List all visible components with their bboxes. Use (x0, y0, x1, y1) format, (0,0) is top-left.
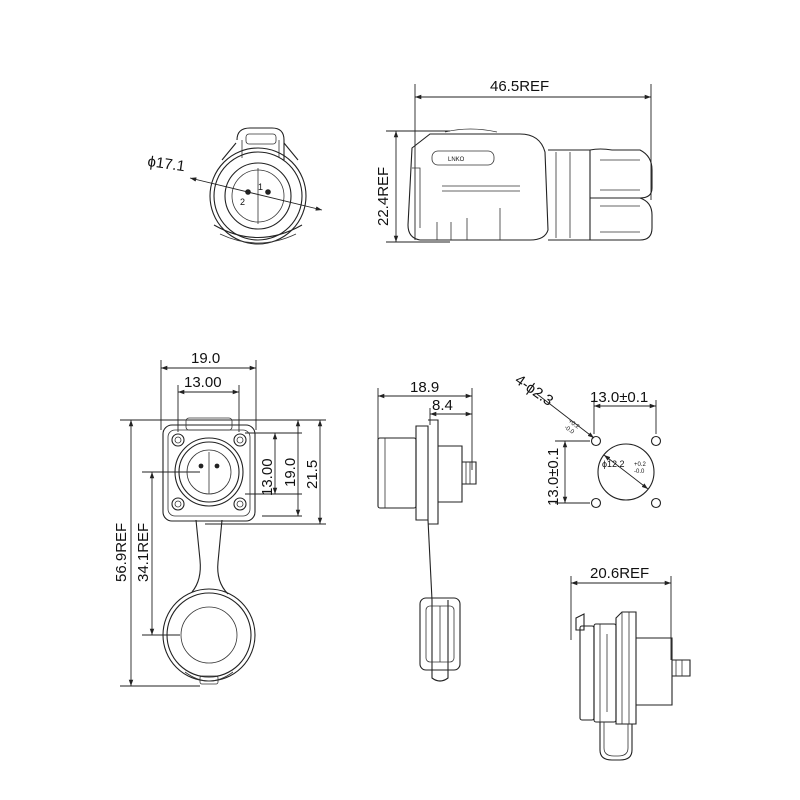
cutout-spacing-h-label: 13.0±0.1 (590, 389, 648, 406)
diameter-front-label: ϕ17.1 (146, 153, 186, 175)
height-ref-label: 22.4REF (375, 167, 392, 226)
pin-2-label: 2 (240, 197, 245, 207)
plug-side-view: 46.5REF 22.4REF LNKO (375, 78, 653, 243)
mated-length-ref-label: 20.6REF (590, 565, 649, 582)
cutout-spacing-v-label: 13.0±0.1 (545, 448, 562, 506)
flange-height-label: 19.0 (282, 458, 299, 487)
hole-spacing-h-label: 13.00 (184, 374, 222, 391)
receptacle-side-view: 18.9 8.4 (377, 379, 477, 682)
side-flange-label: 8.4 (432, 397, 453, 414)
pin-1-label: 1 (258, 182, 263, 192)
panel-height-label: 21.5 (304, 460, 321, 489)
plug-front-view: 1 2 ϕ17.1 (146, 127, 323, 245)
cutout-dia-label: ϕ12.2 (602, 459, 625, 469)
cap-offset-ref-label: 34.1REF (135, 523, 152, 582)
total-length-ref-label: 56.9REF (113, 523, 130, 582)
logo-text: LNKO (448, 157, 465, 163)
cutout-tol-minus: -0.0 (634, 469, 645, 475)
hole-spacing-v-label: 13.00 (259, 458, 276, 496)
length-ref-label: 46.5REF (490, 78, 549, 95)
mated-side-view: 20.6REF (570, 565, 691, 761)
hole-tol-minus: -0.0 (563, 425, 575, 436)
cutout-tol-plus: +0.2 (634, 462, 647, 468)
flange-width-label: 19.0 (191, 350, 220, 367)
receptacle-front-view: 19.0 13.00 13.00 19.0 21.5 56.9REF 34.1R… (113, 350, 326, 687)
panel-cutout-view: 4-ϕ2.3 +0.2 -0.0 13.0±0.1 13.0±0.1 ϕ12.2… (512, 371, 662, 509)
side-depth-label: 18.9 (410, 379, 439, 396)
